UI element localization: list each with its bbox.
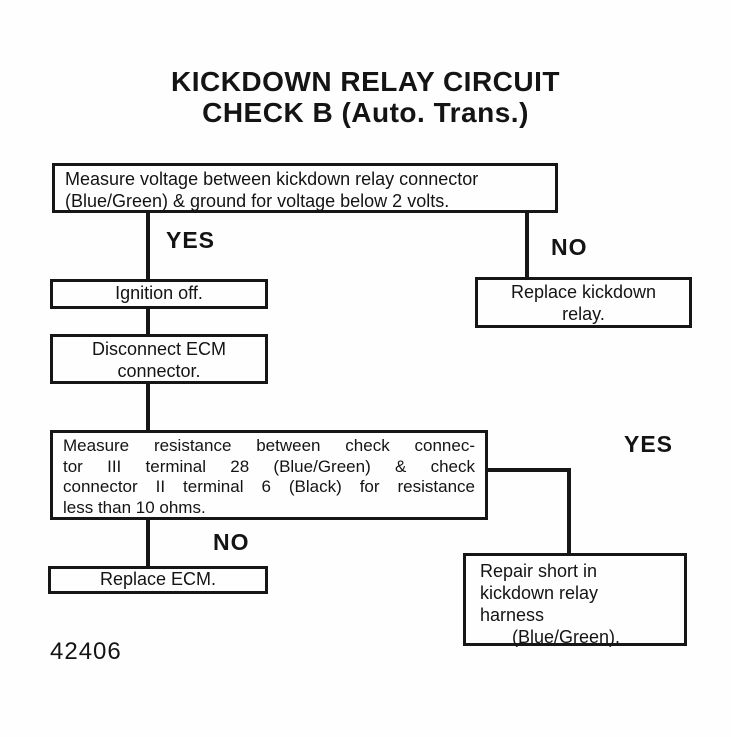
step-measure-voltage: Measure voltage between kickdown relay c… — [52, 163, 558, 213]
repair-short-line-1: Repair short in — [480, 561, 598, 581]
repair-short-line-4: (Blue/Green). — [512, 627, 621, 647]
connector-disconnect-to-resistance — [146, 383, 150, 430]
label-yes-top: YES — [166, 227, 216, 253]
label-no-top: NO — [551, 234, 588, 260]
replace-ecm-text: Replace ECM. — [99, 569, 217, 589]
title-line-2: CHECK B (Auto. Trans.) — [202, 97, 529, 128]
repair-short-line-2: kickdown relay — [480, 583, 599, 603]
connector-ignition-to-disconnect — [146, 308, 150, 334]
label-yes-right: YES — [624, 431, 674, 457]
disconnect-ecm-line-2: connector. — [117, 361, 201, 381]
step-disconnect-ecm: Disconnect ECM connector. — [50, 334, 268, 384]
measure-resistance-line-2: tor III terminal 28 (Blue/Green) & check — [63, 456, 475, 476]
step-ignition-off: Ignition off. — [50, 279, 268, 309]
connector-no-bottom — [146, 519, 150, 566]
measure-resistance-line-1: Measure resistance between check connec- — [63, 436, 475, 455]
outcome-replace-ecm: Replace ECM. — [48, 566, 268, 594]
connector-yes-right-horizontal — [487, 468, 571, 472]
measure-resistance-line-3: connector II terminal 6 (Black) for resi… — [63, 477, 475, 496]
title-line-1: KICKDOWN RELAY CIRCUIT — [170, 66, 560, 97]
outcome-replace-kickdown-relay: Replace kickdown relay. — [475, 277, 692, 328]
outcome-repair-short: Repair short in kickdown relay harness (… — [463, 553, 687, 647]
connector-no-top — [525, 213, 529, 278]
step-measure-resistance: Measure resistance between check connec-… — [50, 430, 488, 520]
step-ignition-off-text: Ignition off. — [115, 283, 203, 303]
measure-resistance-line-4: less than 10 ohms. — [63, 497, 206, 517]
repair-short-line-3: harness — [480, 605, 545, 625]
replace-kickdown-line-1: Replace kickdown — [510, 282, 657, 302]
figure-number: 42406 — [50, 638, 122, 665]
step-measure-voltage-line-1: Measure voltage between kickdown relay c… — [65, 169, 479, 189]
page-title: KICKDOWN RELAY CIRCUIT CHECK B (Auto. Tr… — [0, 66, 731, 128]
step-measure-voltage-line-2: (Blue/Green) & ground for voltage below … — [65, 191, 450, 211]
replace-kickdown-line-2: relay. — [562, 304, 605, 324]
disconnect-ecm-line-1: Disconnect ECM — [91, 339, 227, 359]
label-no-bottom: NO — [213, 529, 250, 555]
connector-yes-top — [146, 213, 150, 279]
connector-yes-right-vertical — [567, 468, 571, 553]
